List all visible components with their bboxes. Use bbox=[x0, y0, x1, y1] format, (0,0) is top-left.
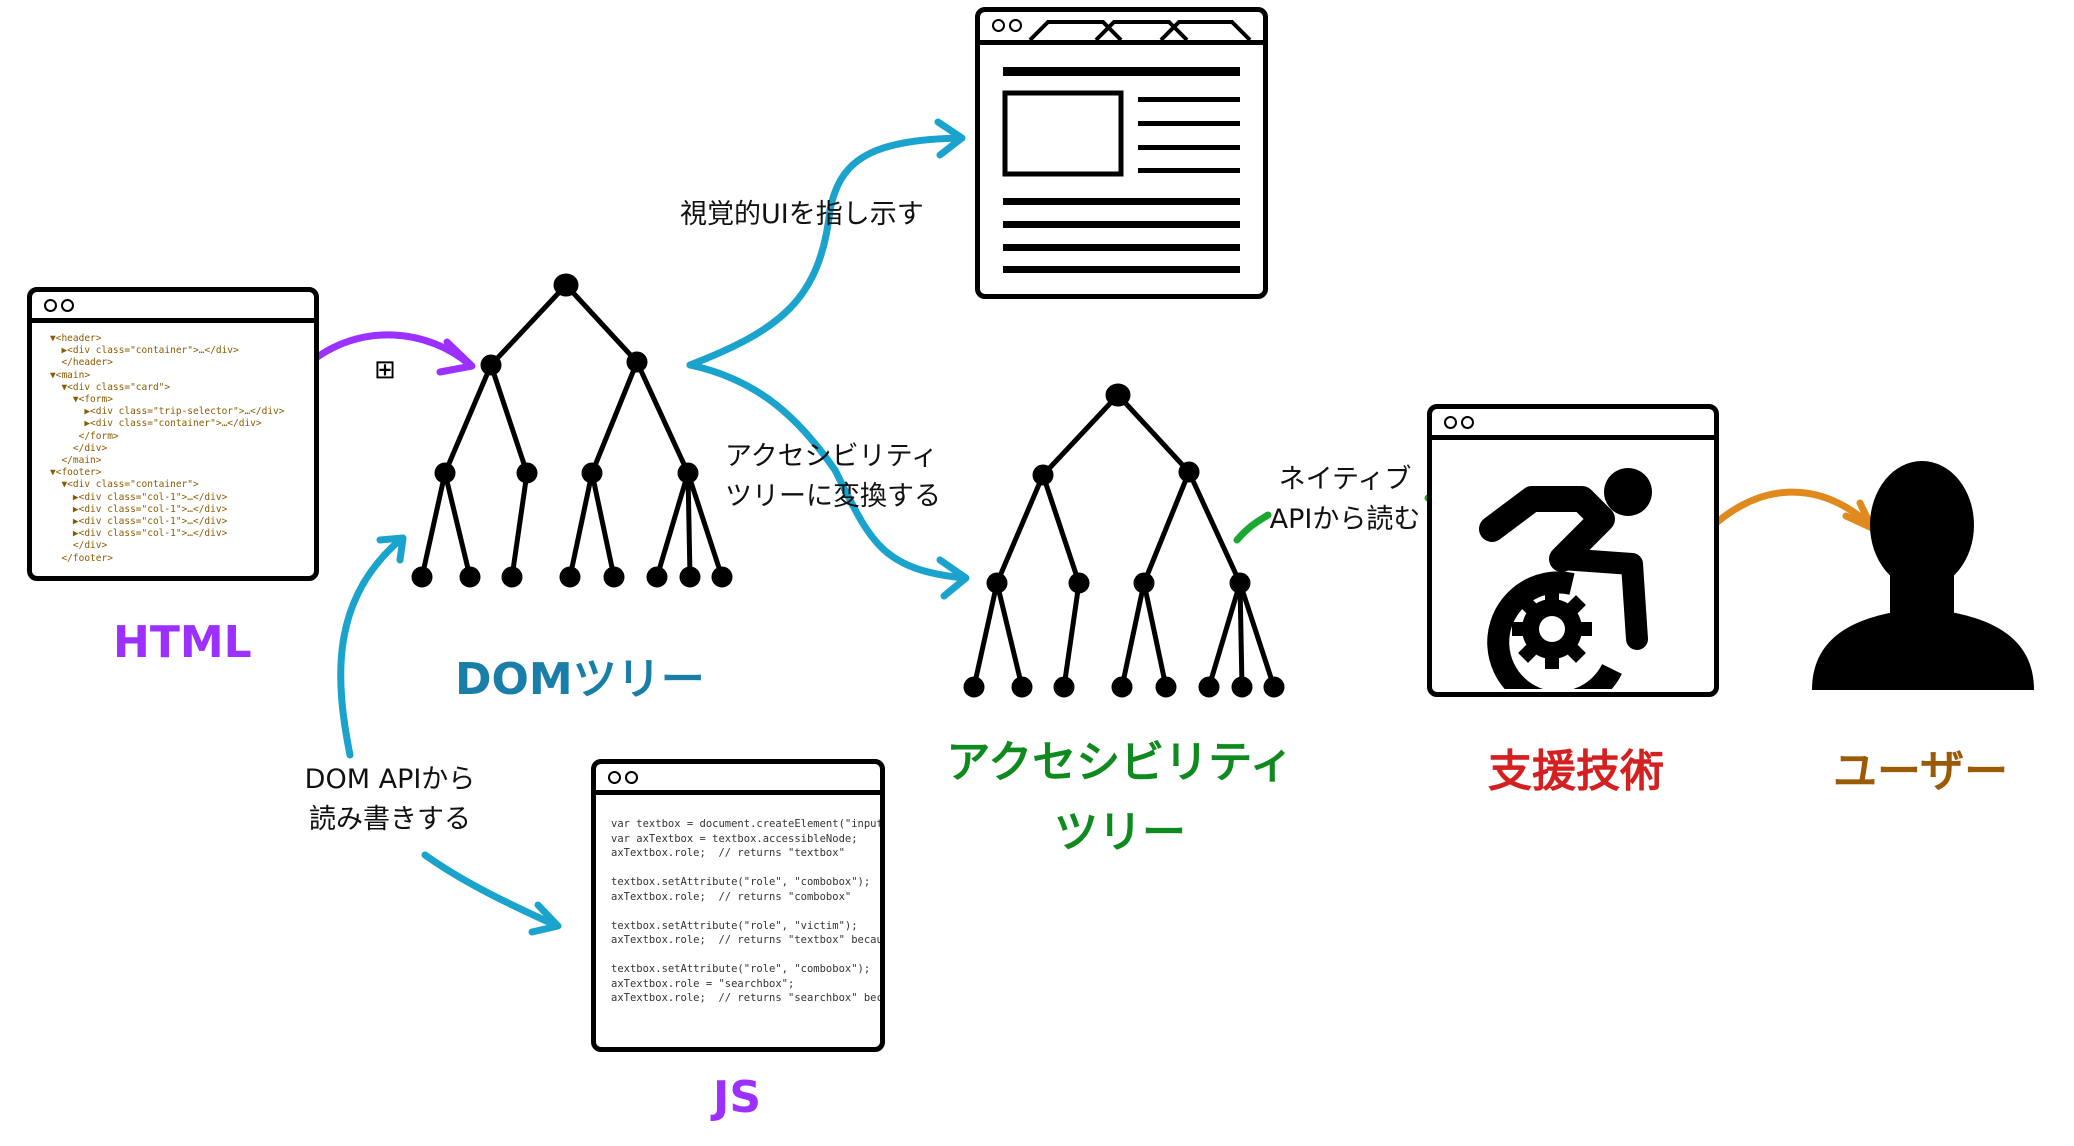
assistive-tech-label: 支援技術 bbox=[1488, 746, 1664, 797]
page-layout-icon bbox=[1002, 67, 1240, 273]
user-label: ユーザー bbox=[1833, 746, 2009, 797]
at-window-titlebar bbox=[1432, 409, 1714, 440]
arrow-at-to-user bbox=[1702, 488, 1874, 536]
html-code-line: ▶<div class="col-1">…</div> bbox=[50, 528, 228, 540]
edge-label-native-line1: ネイティブ bbox=[1278, 464, 1412, 495]
html-code-line: ▶<div class="col-1">…</div> bbox=[50, 491, 228, 503]
html-code-line: </footer> bbox=[50, 552, 113, 564]
js-window-titlebar bbox=[596, 764, 880, 795]
js-code-line: textbox.setAttribute("role", "combobox")… bbox=[611, 963, 871, 975]
edge-label-convert: アクセシビリティ ツリーに変換する bbox=[725, 437, 941, 517]
arrowhead-dom-to-js bbox=[528, 901, 562, 936]
html-code-line: ▼<header> bbox=[50, 333, 102, 344]
window-dot-icon bbox=[44, 299, 57, 312]
html-window-titlebar bbox=[32, 292, 314, 323]
window-dot-icon bbox=[608, 771, 621, 784]
html-code-line: ▶<div class="col-1">…</div> bbox=[50, 503, 228, 515]
html-code-line: ▶<div class="container">…</div> bbox=[50, 345, 239, 357]
arrow-dom-to-visual bbox=[686, 134, 964, 369]
expand-icon[interactable]: ⊞ bbox=[374, 355, 396, 385]
js-code-line: axTextbox.role; // returns "searchbox" b… bbox=[611, 992, 883, 1004]
html-code-line: ▶<div class="col-1">…</div> bbox=[50, 516, 228, 528]
window-dot-icon bbox=[625, 771, 638, 784]
js-code-block: var textbox = document.createElement("in… bbox=[596, 795, 880, 1006]
arrowhead-html-to-dom bbox=[436, 338, 476, 376]
html-code-line: ▼<div class="card"> bbox=[50, 381, 171, 393]
html-code-line: </div> bbox=[50, 540, 108, 552]
window-dot-icon bbox=[1444, 416, 1457, 429]
arrowhead-js-to-dom bbox=[376, 534, 407, 564]
js-code-line: axTextbox.role = "searchbox"; bbox=[611, 977, 795, 990]
html-code-line: ▼<div class="container"> bbox=[50, 479, 199, 491]
edge-label-convert-line2: ツリーに変換する bbox=[725, 481, 941, 512]
visual-window-titlebar bbox=[980, 12, 1263, 45]
js-code-line: textbox.setAttribute("role", "victim"); bbox=[611, 919, 858, 932]
visual-ui-window bbox=[975, 7, 1268, 299]
html-label: HTML bbox=[113, 617, 252, 668]
js-label: JS bbox=[713, 1072, 762, 1123]
js-code-line: textbox.setAttribute("role", "combobox")… bbox=[611, 876, 871, 888]
dom-tree-label: DOMツリー bbox=[455, 654, 705, 705]
edge-label-visual-ui: 視覚的UIを指し示す bbox=[680, 199, 924, 230]
dom-tree-icon bbox=[411, 273, 733, 588]
edge-label-native-api: ネイティブ APIから読む bbox=[1265, 460, 1425, 540]
html-code-line: ▼<form> bbox=[50, 394, 113, 406]
js-code-line: var textbox = document.createElement("in… bbox=[611, 818, 883, 830]
user-silhouette-icon bbox=[1812, 461, 2034, 690]
js-code-line: axTextbox.role; // returns "combobox" bbox=[611, 890, 852, 903]
a11y-tree-label: アクセシビリティ ツリー bbox=[945, 728, 1295, 868]
arrow-dom-to-a11y bbox=[686, 361, 969, 582]
js-code-line: axTextbox.role; // returns "textbox" bec… bbox=[611, 934, 883, 946]
window-dot-icon bbox=[1009, 19, 1022, 32]
html-code-line: ▼<main> bbox=[50, 369, 91, 381]
a11y-tree-label-line1: アクセシビリティ bbox=[946, 737, 1294, 788]
edge-label-dom-api-line1: DOM APIから bbox=[304, 764, 476, 795]
html-code-line: </header> bbox=[50, 357, 113, 369]
arrowhead-dom-to-visual bbox=[934, 118, 966, 159]
js-code-line: var axTextbox = textbox.accessibleNode; bbox=[611, 832, 858, 845]
arrow-js-to-dom bbox=[337, 536, 404, 759]
arrowhead-dom-to-a11y bbox=[936, 556, 970, 600]
a11y-tree-icon bbox=[963, 383, 1285, 698]
html-code-line: </main> bbox=[50, 455, 102, 467]
edge-label-dom-api-line2: 読み書きする bbox=[309, 804, 471, 835]
js-code-window: var textbox = document.createElement("in… bbox=[591, 759, 885, 1052]
browser-tabs-icon bbox=[1028, 20, 1252, 42]
html-source-window: ▼<header> ▶<div class="container">…</div… bbox=[27, 287, 319, 581]
edge-label-convert-line1: アクセシビリティ bbox=[725, 441, 939, 472]
html-code-line: </div> bbox=[50, 442, 108, 454]
a11y-tree-label-line2: ツリー bbox=[1054, 807, 1186, 858]
edge-label-dom-api: DOM APIから 読み書きする bbox=[295, 760, 485, 840]
window-dot-icon bbox=[61, 299, 74, 312]
window-dot-icon bbox=[1461, 416, 1474, 429]
window-dot-icon bbox=[992, 19, 1005, 32]
js-code-line bbox=[611, 904, 880, 919]
arrow-dom-to-js bbox=[421, 851, 559, 929]
html-code-block: ▼<header> ▶<div class="container">…</div… bbox=[32, 323, 314, 565]
html-code-line: </form> bbox=[50, 430, 119, 442]
assistive-tech-window bbox=[1427, 404, 1719, 697]
html-code-line: ▶<div class="trip-selector">…</div> bbox=[50, 406, 285, 418]
arrow-a11y-to-native bbox=[1233, 511, 1272, 544]
js-code-line bbox=[611, 948, 880, 963]
html-code-line: ▼<footer> bbox=[50, 467, 102, 479]
html-code-line: ▶<div class="container">…</div> bbox=[50, 418, 262, 430]
js-code-line bbox=[611, 861, 880, 876]
accessibility-wheelchair-icon bbox=[1479, 468, 1652, 689]
js-code-line: axTextbox.role; // returns "textbox" bbox=[611, 847, 845, 859]
edge-label-native-line2: APIから読む bbox=[1269, 504, 1421, 535]
